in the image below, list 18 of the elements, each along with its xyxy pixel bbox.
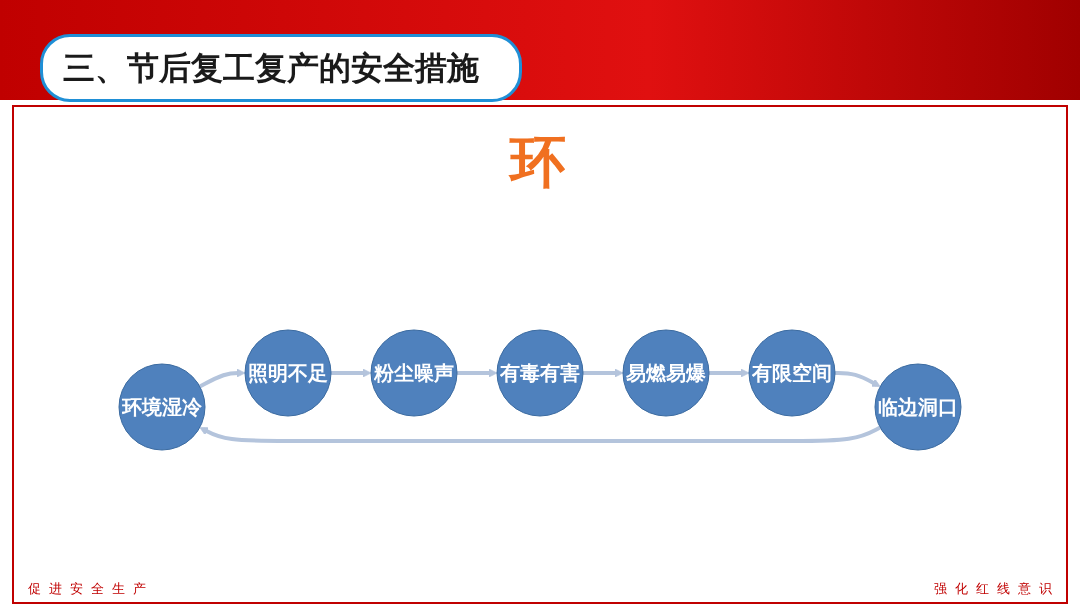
arrow bbox=[199, 425, 882, 443]
node-circle: 照明不足 bbox=[244, 329, 332, 417]
arrow bbox=[709, 368, 750, 378]
node-circle: 易燃易爆 bbox=[622, 329, 710, 417]
arrow bbox=[583, 368, 624, 378]
center-label: 环 bbox=[510, 128, 566, 196]
arrow bbox=[457, 368, 498, 378]
arrow bbox=[835, 371, 881, 387]
arrow bbox=[198, 368, 246, 389]
footer-text: 强化红线意识 bbox=[934, 580, 1060, 598]
node-circle: 粉尘噪声 bbox=[370, 329, 458, 417]
footer-text: 促进安全生产 bbox=[28, 580, 154, 598]
node-circle: 环境湿冷 bbox=[118, 363, 206, 451]
node-circle: 有限空间 bbox=[748, 329, 836, 417]
slide-title: 三、节后复工复产的安全措施 bbox=[40, 34, 522, 102]
node-circle: 临边洞口 bbox=[874, 363, 962, 451]
arrow bbox=[331, 368, 372, 378]
node-circle: 有毒有害 bbox=[496, 329, 584, 417]
